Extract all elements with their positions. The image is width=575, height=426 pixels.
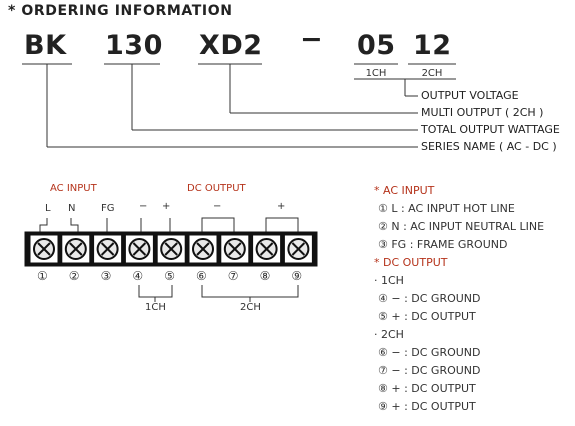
legend-dc-head: * DC OUTPUT (374, 256, 448, 269)
legend-2ch-item-1: ⑥ − : DC GROUND (378, 346, 481, 359)
desc-multi-output: MULTI OUTPUT ( 2CH ) (421, 106, 544, 119)
code-dash: − (300, 24, 324, 55)
code-series: BK (24, 30, 67, 61)
group-1ch-label: 1CH (145, 302, 166, 313)
pin-number-5: ⑤ (164, 269, 175, 283)
legend-1ch-label: · 1CH (374, 274, 404, 287)
legend-ac-head: * AC INPUT (374, 184, 435, 197)
terminal-7-cross-b (228, 242, 242, 256)
page-title: * ORDERING INFORMATION (8, 3, 233, 19)
terminal-label-2ch-minus: − (213, 201, 222, 212)
code-wattage: 130 (105, 30, 163, 61)
desc-output-voltage: OUTPUT VOLTAGE (421, 89, 519, 102)
terminal-label-FG: FG (101, 203, 115, 214)
pin-number-9: ⑨ (291, 269, 303, 283)
terminal-screws (29, 234, 313, 264)
legend-1ch-item-1: ④ − : DC GROUND (378, 292, 481, 305)
terminal-label-L: L (45, 203, 51, 214)
terminal-label-N: N (68, 203, 76, 214)
terminal-6-cross-b (196, 242, 210, 256)
desc-total-wattage: TOTAL OUTPUT WATTAGE (421, 123, 560, 136)
legend-2ch-item-3: ⑧ + : DC OUTPUT (378, 382, 476, 395)
legend-2ch-label: · 2CH (374, 328, 404, 341)
legend-1ch-item-2: ⑤ + : DC OUTPUT (378, 310, 476, 323)
terminal-3-cross-b (100, 242, 115, 256)
code-voltage-2ch: 12 (413, 30, 452, 61)
ac-input-label: AC INPUT (50, 183, 97, 194)
code-1ch-sub: 1CH (365, 68, 387, 79)
legend-2ch-item-4: ⑨ + : DC OUTPUT (378, 400, 476, 413)
terminal-5-cross-b (164, 242, 178, 256)
pin-number-3: ③ (100, 269, 112, 283)
code-2ch-sub: 2CH (421, 68, 443, 79)
legend-2ch-item-2: ⑦ − : DC GROUND (378, 364, 481, 377)
legend-ac-item-3: ③ FG : FRAME GROUND (378, 238, 508, 251)
group-2ch-label: 2CH (240, 302, 261, 313)
pin-number-8: ⑧ (259, 269, 271, 283)
pin-number-7: ⑦ (227, 269, 239, 283)
terminal-8-cross-b (259, 242, 274, 256)
code-output: XD2 (199, 30, 263, 61)
pin-number-4: ④ (132, 269, 144, 283)
legend-ac-item-2: ② N : AC INPUT NEUTRAL LINE (378, 220, 545, 233)
desc-series-name: SERIES NAME ( AC - DC ) (421, 140, 557, 153)
terminal-label-2ch-plus: + (277, 201, 286, 212)
code-voltage-1ch: 05 (357, 30, 396, 61)
terminal-9-cross-b (291, 242, 306, 256)
terminal-label-1ch-plus: + (162, 201, 171, 212)
terminal-1-cross-b (37, 242, 51, 256)
pin-number-6: ⑥ (196, 269, 207, 283)
terminal-4-cross-b (132, 242, 147, 256)
terminal-2-cross-b (69, 242, 83, 256)
legend-ac-item-1: ① L : AC INPUT HOT LINE (378, 202, 515, 215)
terminal-label-1ch-minus: − (139, 201, 148, 212)
pin-number-1: ① (37, 269, 48, 283)
pin-number-2: ② (68, 269, 80, 283)
dc-output-label: DC OUTPUT (187, 183, 246, 194)
